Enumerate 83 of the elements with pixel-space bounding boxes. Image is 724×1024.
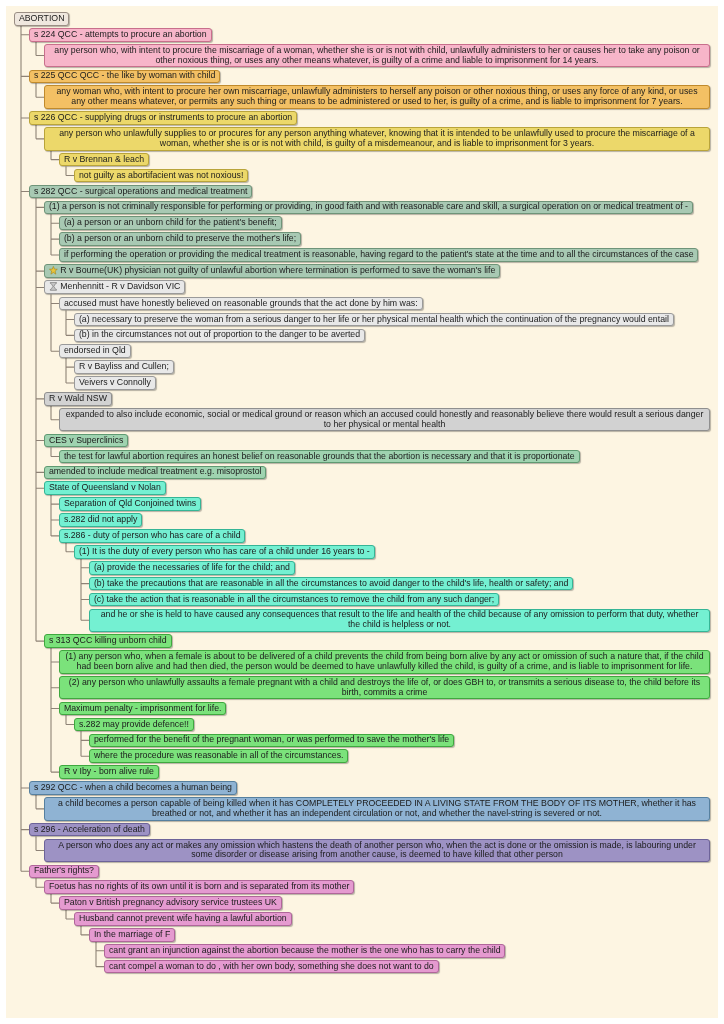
topic-box: expanded to also include economic, social or medical ground or reason which an accused could honestly and reasonably believe there would result a serious danger to her physical or mental health xyxy=(59,408,710,432)
topic-box: s 224 QCC - attempts to procure an abortion xyxy=(29,27,212,42)
topic-box: (a) provide the necessaries of life for the child; and xyxy=(89,560,295,575)
topic-box: Foetus has no rights of its own until it is born and is separated from its mother xyxy=(44,880,355,894)
topic-box: performed for the benefit of the pregnant woman, or was performed to save the mother's life xyxy=(89,733,455,748)
topic-box: (1) It is the duty of every person who has care of a child under 16 years to - xyxy=(74,545,375,559)
topic-box: In the marriage of F xyxy=(89,928,176,942)
topic-box: any woman who, with intent to procure her own miscarriage, unlawfully administers to herself any poison or other noxious thing, or uses any force of any kind, or uses any other means whatever, or permits any such thing or means to be administered or used to her, is guilty of a crime, and is liable to imprisonment for 7 years. xyxy=(44,85,710,109)
topic-box: s 296 - Acceleration of death xyxy=(29,822,150,837)
topic-box xyxy=(44,280,186,295)
topic-box: CES v Superclinics xyxy=(44,433,129,448)
topic-box: s 313 QCC killing unborn child xyxy=(44,634,172,648)
topic-box: s.286 - duty of person who has care of a child xyxy=(59,529,246,543)
topic-box: s.282 did not apply xyxy=(59,513,143,527)
topic-box: Separation of Qld Conjoined twins xyxy=(59,497,202,511)
topic-box: (1) a person is not criminally responsible for performing or providing, in good faith and with reasonable care and skill, a surgical operation on or medical treatment of - xyxy=(44,200,693,215)
connector-line xyxy=(50,893,60,904)
topic-box: the test for lawful abortion requires an honest belief on reasonable grounds that the abortion is necessary and that it is proportionate xyxy=(59,449,580,464)
topic-box: State of Queensland v Nolan xyxy=(44,481,166,496)
topic-box: (a) a person or an unborn child for the patient's benefit; xyxy=(59,216,282,231)
connector-line xyxy=(35,877,45,888)
topic-box: endorsed in Qld xyxy=(59,344,131,359)
topic-box: Maximum penalty - imprisonment for life. xyxy=(59,701,227,716)
connector-line xyxy=(35,40,45,57)
topic-text: R v Bourne(UK) physician not guilty of unlawful abortion where termination is performed to save the woman's life xyxy=(60,265,496,276)
topic-box: A person who does any act or makes any omission which hastens the death of another person who, when the act is done or the omission is made, is labouring under some disorder or disease arising from another cause, is deemed to have killed that other person xyxy=(44,838,710,863)
connector-line xyxy=(35,794,45,810)
topic-box: R v Wald NSW xyxy=(44,392,112,406)
connector-line xyxy=(65,165,75,177)
topic-box: (1) any person who, when a female is about to be delivered of a child prevents the child from being born alive by any act or omission of such a nature that, if the child had been born alive and had then died, the person would be deemed to have unlawfully killed the child, is guilty of a crime, and is liable to imprisonment for life. xyxy=(59,650,710,674)
topic-box: (a) necessary to preserve the woman from a serious danger to her life or her physical mental health which the continuation of the pregnancy would entail xyxy=(74,312,674,327)
topic-box: R v Iby - born alive rule xyxy=(59,765,159,779)
topic-box: any person who, with intent to procure the miscarriage of a woman, whether she is or is not with child, unlawfully administers to her or causes her to take any poison or other noxious thing, or uses any other means whatever, is guilty of a crime and liable to imprisonment for 14 years. xyxy=(44,43,710,68)
topic-box: cant compel a woman to do , with her own body, something she does not want to do xyxy=(104,959,439,974)
topic-box: s 292 QCC - when a child becomes a human being xyxy=(29,781,237,795)
topic-box xyxy=(44,264,501,279)
topic-box: if performing the operation or providing the medical treatment is reasonable, having regard to the patient's state at the time and to all the circumstances of the case xyxy=(59,248,699,262)
topic-box: s.282 may provide defence!! xyxy=(74,717,194,732)
connector-line xyxy=(35,124,45,140)
connector-line xyxy=(50,494,60,537)
connector-line xyxy=(35,835,45,852)
connector-line xyxy=(50,150,60,161)
topic-box: (c) take the action that is reasonable in all the circumstances to remove the child from any such danger; xyxy=(89,592,500,607)
topic-box: s 225 QCC QCC - the like by woman with child xyxy=(29,69,221,84)
connector-line xyxy=(50,293,60,352)
connector-line xyxy=(65,357,75,384)
topic-box: s 226 QCC - supplying drugs or instruments to procure an abortion xyxy=(29,111,298,125)
connector-line xyxy=(80,558,90,621)
topic-box: Father's rights? xyxy=(29,864,99,879)
connector-line xyxy=(35,197,45,642)
connector-line xyxy=(80,730,90,757)
connector-line xyxy=(80,925,90,936)
topic-box: accused must have honestly believed on reasonable grounds that the act done by him was: xyxy=(59,296,423,311)
connector-line xyxy=(65,909,75,920)
topic-box: and he or she is held to have caused any consequences that result to the life and health of the child because of any omission to perform that duty, whether the child is helpless or not. xyxy=(89,608,710,633)
topic-box: where the procedure was reasonable in all of the circumstances. xyxy=(89,749,349,764)
topic-box: s 282 QCC - surgical operations and medical treatment xyxy=(29,184,253,199)
connector-line xyxy=(95,941,105,968)
connector-line xyxy=(20,25,30,872)
topic-box: not guilty as abortifacient was not noxious! xyxy=(74,168,249,183)
connector-line xyxy=(50,405,60,421)
topic-box: cant grant an injunction against the abortion because the mother is the one who has to carry the child xyxy=(104,943,506,958)
connector-line xyxy=(65,309,75,336)
connector-line xyxy=(65,542,75,553)
topic-box: ABORTION xyxy=(14,12,70,26)
topic-box: a child becomes a person capable of being killed when it has COMPLETELY PROCEEDED IN A LIVING STATE FROM THE BODY OF ITS MOTHER, whether it has breathed or not, and whether it has an independent circulation or not, and whether the navel-string is severed or not. xyxy=(44,797,710,821)
connector-line xyxy=(65,714,75,725)
topic-box: R v Bayliss and Cullen; xyxy=(74,360,174,374)
topic-box: any person who unlawfully supplies to or procures for any person anything whatever, knowing that it is intended to be unlawfully used to procure the miscarriage of a woman, whether she is or is not with child, is guilty of a misdemeanour, and is liable to imprisonment for 3 years. xyxy=(44,127,710,151)
topic-box: Husband cannot prevent wife having a lawful abortion xyxy=(74,912,292,926)
topic-box: (b) a person or an unborn child to preserve the mother's life; xyxy=(59,232,302,246)
topic-box: Paton v British pregnancy advisory service trustees UK xyxy=(59,896,282,910)
topic-box: amended to include medical treatment e.g. misoprostol xyxy=(44,465,267,480)
topic-box: (b) take the precautions that are reasonable in all the circumstances to avoid danger to the child's life, health or safety; and xyxy=(89,576,574,591)
connector-line xyxy=(35,82,45,98)
topic-box: Veivers v Connolly xyxy=(74,376,156,390)
connector-line xyxy=(50,647,60,773)
topic-box: (2) any person who unlawfully assaults a female pregnant with a child and destroys the life of, or does GBH to, or transmits a serious disease to, the child before its birth, commits a crime xyxy=(59,675,710,700)
topic-box: R v Brennan & leach xyxy=(59,152,150,167)
connector-line xyxy=(50,213,60,256)
connector-line xyxy=(50,446,60,457)
topic-box: (b) in the circumstances not out of proportion to the danger to be averted xyxy=(74,328,365,343)
topic-text: Menhennitt - R v Davidson VIC xyxy=(60,281,181,292)
